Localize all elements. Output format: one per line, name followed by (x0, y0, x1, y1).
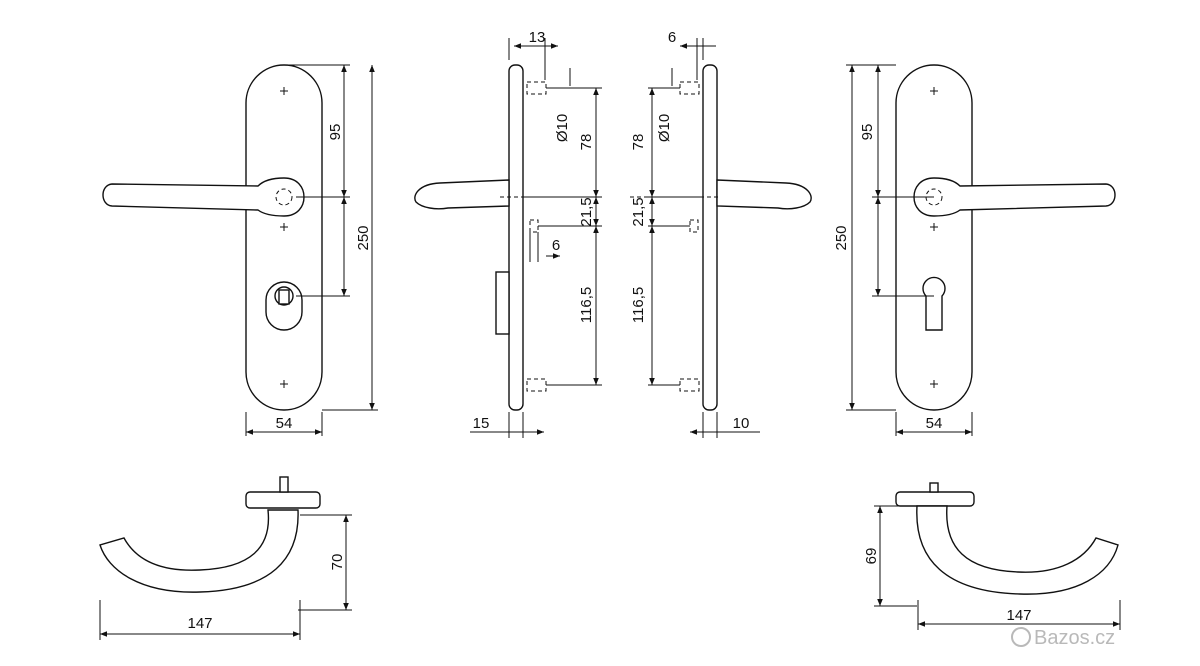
keyhole-slot (278, 289, 290, 305)
screw-marks (280, 87, 288, 388)
dim-label-6-right: 6 (668, 29, 676, 46)
side-plate-left (508, 64, 524, 411)
dim-label-116-left: 116,5 (578, 287, 595, 323)
screw-boss-mid-r (689, 219, 699, 233)
screw-boss-top-r (679, 81, 700, 95)
rose-left (245, 491, 321, 509)
dim-label-15: 15 (473, 415, 490, 432)
screw-boss-mid (529, 219, 539, 233)
extension-lines-side-left (508, 38, 602, 438)
dim-label-21-right: 21,5 (630, 197, 647, 226)
dim-label-54: 54 (276, 415, 293, 432)
spindle-hole (275, 188, 293, 206)
dim-label-70: 70 (329, 554, 346, 571)
backplate-outline (245, 64, 323, 411)
side-view-right: 6 Ø10 78 21,5 116,5 10 (630, 29, 812, 438)
top-view-left: 70 147 (99, 476, 352, 640)
side-lever-right (716, 179, 812, 210)
backplate-outline-right (895, 64, 973, 411)
dim-label-147-left: 147 (187, 615, 212, 632)
dim-label-6-left: 6 (552, 237, 560, 254)
extension-lines-right (846, 64, 973, 436)
dim-label-dia10-left: Ø10 (554, 114, 571, 142)
extension-lines-top-right (874, 505, 1121, 630)
lever-handle (102, 177, 305, 217)
top-view-right: 69 147 (863, 482, 1121, 630)
rose-right (895, 491, 975, 507)
front-view-right: 95 250 54 (833, 64, 1116, 436)
dim-label-78-left: 78 (578, 134, 595, 151)
screw-boss-bottom-r (679, 378, 700, 392)
euro-cylinder-cutout (922, 276, 946, 331)
dim-label-95: 95 (327, 124, 344, 141)
dim-label-250-right: 250 (833, 225, 850, 250)
side-view-left: 13 Ø10 78 21,5 6 116,5 15 (414, 29, 602, 438)
side-plate-right (702, 64, 718, 411)
cylinder-stub (495, 271, 510, 335)
watermark-logo-icon (1011, 627, 1031, 647)
dim-label-10: 10 (733, 415, 750, 432)
screw-marks-right (930, 87, 938, 388)
front-view-left: 95 250 54 (102, 64, 378, 436)
spindle-left (279, 476, 289, 493)
dim-label-116-right: 116,5 (630, 287, 647, 323)
dim-label-dia10-right: Ø10 (656, 114, 673, 142)
watermark-text: Bazos.cz (1034, 627, 1115, 649)
side-lever-left (414, 179, 510, 210)
dim-label-95-right: 95 (859, 124, 876, 141)
dim-label-54-right: 54 (926, 415, 943, 432)
dim-label-69: 69 (863, 548, 880, 565)
extension-lines-top-left (99, 514, 352, 640)
bazos-watermark: Bazos.cz (1011, 627, 1115, 649)
screw-boss-bottom (526, 378, 547, 392)
dim-label-147-right: 147 (1006, 607, 1031, 624)
dim-label-21-left: 21,5 (578, 197, 595, 226)
screw-boss-top (526, 81, 547, 95)
dim-label-250: 250 (355, 225, 372, 250)
lever-top-left (99, 509, 299, 593)
dim-label-13: 13 (529, 29, 546, 46)
lever-handle-right (913, 177, 1116, 217)
extension-lines (245, 64, 378, 436)
lever-top-right (916, 505, 1119, 595)
spindle-right (929, 482, 939, 493)
dim-label-78-right: 78 (630, 134, 647, 151)
